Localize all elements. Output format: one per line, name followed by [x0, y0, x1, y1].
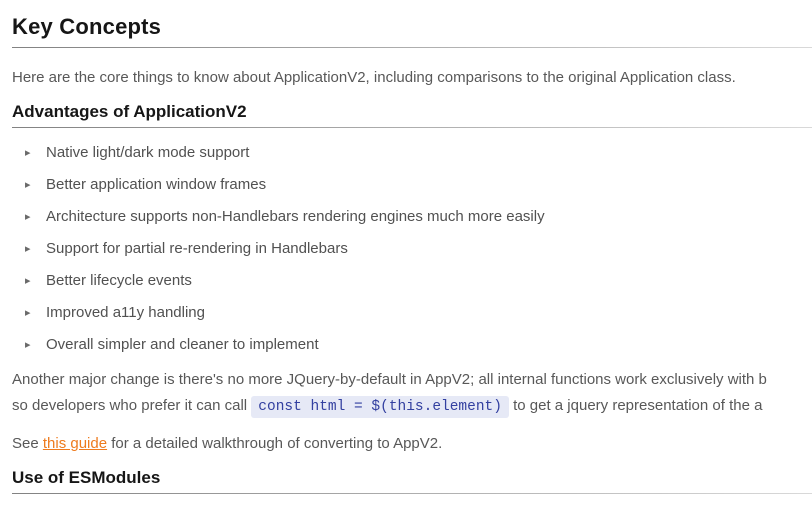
section-heading-advantages: Advantages of ApplicationV2	[12, 102, 247, 121]
heading-rule	[12, 493, 812, 494]
list-item: ▸ Architecture supports non-Handlebars re…	[25, 207, 812, 227]
list-item-text: Improved a11y handling	[46, 304, 205, 321]
bullet-triangle-icon: ▸	[25, 339, 31, 351]
list-item: ▸ Overall simpler and cleaner to implemen…	[25, 335, 812, 355]
heading-rule	[12, 127, 812, 128]
section-heading-esmodules: Use of ESModules	[12, 468, 161, 487]
list-item-text: Native light/dark mode support	[46, 144, 250, 161]
list-item: ▸ Better lifecycle events	[25, 271, 812, 291]
bullet-triangle-icon: ▸	[25, 211, 31, 223]
list-item: ▸ Support for partial re-rendering in Han…	[25, 239, 812, 259]
heading-rule	[12, 47, 812, 48]
bullet-triangle-icon: ▸	[25, 147, 31, 159]
list-item: ▸ Better application window frames	[25, 175, 812, 195]
list-item-text: Support for partial re-rendering in Hand…	[46, 240, 348, 257]
bullet-triangle-icon: ▸	[25, 179, 31, 191]
this-guide-link[interactable]: this guide	[42, 435, 108, 452]
bullet-triangle-icon: ▸	[25, 275, 31, 287]
page-title: Key Concepts	[12, 14, 162, 39]
list-item-text: Better application window frames	[46, 176, 267, 193]
list-item: ▸ Native light/dark mode support	[25, 143, 812, 163]
inline-code-chip: const html = $(this.element)	[251, 396, 509, 418]
jquery-paragraph-line1: Another major change is there's no more …	[12, 371, 767, 388]
intro-paragraph: Here are the core things to know about A…	[12, 69, 736, 86]
jquery-paragraph: Another major change is there's no more …	[12, 367, 812, 420]
guide-paragraph-post: for a detailed walkthrough of converting…	[107, 435, 443, 452]
wiki-article: Key Concepts Here are the core things to…	[0, 14, 812, 494]
guide-paragraph-pre: See	[12, 435, 43, 452]
guide-paragraph: See this guide for a detailed walkthroug…	[12, 434, 812, 454]
advantages-list: ▸ Native light/dark mode support ▸ Better …	[12, 143, 812, 355]
bullet-triangle-icon: ▸	[25, 307, 31, 319]
list-item-text: Overall simpler and cleaner to implement	[46, 336, 319, 353]
jquery-paragraph-line2-post: to get a jquery representation of the a	[508, 397, 763, 414]
list-item-text: Architecture supports non-Handlebars ren…	[46, 208, 545, 225]
bullet-triangle-icon: ▸	[25, 243, 31, 255]
jquery-paragraph-line2-pre: so developers who prefer it can call	[12, 397, 252, 414]
list-item: ▸ Improved a11y handling	[25, 303, 812, 323]
list-item-text: Better lifecycle events	[46, 272, 192, 289]
